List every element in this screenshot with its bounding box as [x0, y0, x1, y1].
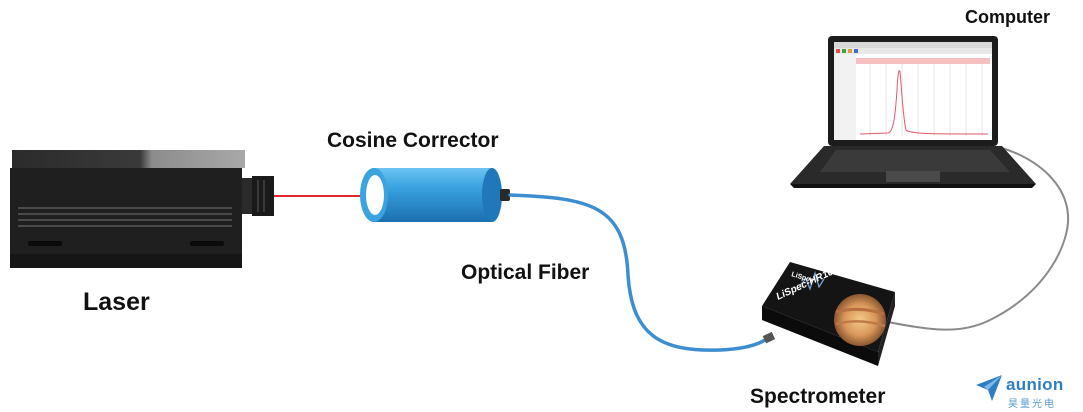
optical-fiber-cable — [508, 193, 770, 352]
brand-logo: aunion 昊量光电 — [974, 373, 1078, 410]
optical-fiber-label: Optical Fiber — [461, 261, 590, 284]
spectrometer-label: Spectrometer — [750, 385, 886, 408]
spectrometer-device: LiSpec LiSpec-HR100 — [762, 262, 895, 366]
cosine-corrector-device — [360, 168, 510, 222]
brand-name: aunion — [1006, 375, 1064, 394]
laser-label: Laser — [83, 288, 150, 316]
screen-spectrum-trace — [859, 70, 989, 135]
laptop-computer — [790, 36, 1036, 188]
brand-subtitle: 昊量光电 — [1008, 399, 1056, 410]
laser-device — [10, 150, 274, 268]
computer-label: Computer — [965, 7, 1050, 27]
usb-cable — [887, 147, 1070, 331]
cosine-corrector-label: Cosine Corrector — [327, 129, 499, 152]
laptop-screen — [834, 42, 992, 140]
paper-plane-icon — [976, 375, 1002, 401]
